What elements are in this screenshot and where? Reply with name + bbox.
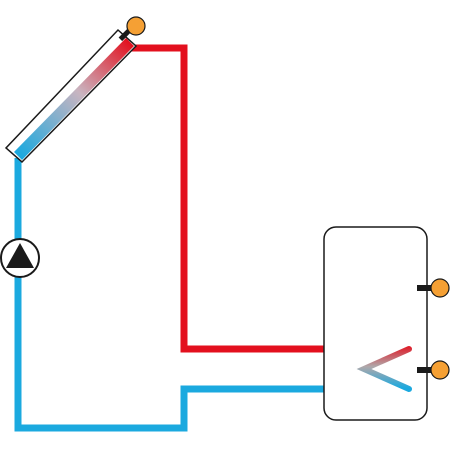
tank-upper-sensor-probe	[417, 285, 433, 291]
storage-tank	[323, 226, 428, 421]
tank-lower-sensor-probe	[417, 367, 433, 373]
collector-temp-sensor	[126, 16, 146, 36]
heat-exchanger-coil	[356, 346, 412, 392]
collector-absorber-strip	[14, 38, 134, 160]
tank-lower-temp-sensor	[430, 360, 450, 380]
hot-flow-pipe	[128, 44, 400, 353]
cold-return-pipe	[14, 158, 400, 432]
tank-upper-temp-sensor	[430, 278, 450, 298]
circulation-pump-icon	[0, 238, 40, 278]
